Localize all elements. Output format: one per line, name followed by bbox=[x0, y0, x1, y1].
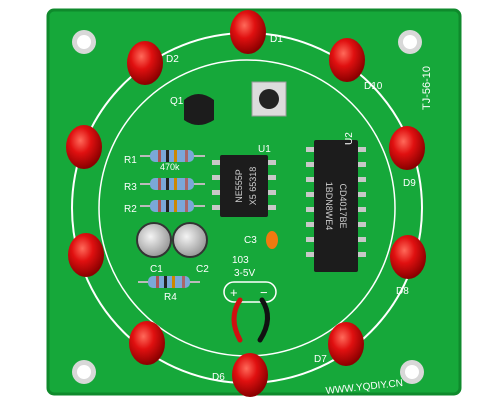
r1-label: R1 bbox=[124, 155, 137, 166]
mounting-hole bbox=[400, 360, 424, 384]
led-d2: D2 bbox=[127, 41, 179, 85]
power-wire-black bbox=[257, 297, 270, 343]
mounting-hole bbox=[72, 30, 96, 54]
mounting-hole bbox=[72, 360, 96, 384]
r2-label: R2 bbox=[124, 204, 137, 215]
u1-part-number: NE555P bbox=[234, 169, 244, 203]
led-d4: D4 bbox=[68, 233, 104, 277]
resistor-r3: R3 bbox=[124, 178, 205, 193]
transistor-q1: Q1 bbox=[170, 94, 214, 125]
mounting-hole bbox=[398, 30, 422, 54]
u2-part-number: CD4017BE bbox=[338, 183, 348, 228]
r3-label: R3 bbox=[124, 182, 137, 193]
board-model-label: TJ-56-10 bbox=[421, 66, 433, 110]
capacitor-c3: C3 103 bbox=[232, 231, 278, 266]
c3-code: 103 bbox=[232, 255, 249, 266]
led-d9: D9 bbox=[389, 126, 425, 189]
led-label-d9: D9 bbox=[403, 178, 416, 189]
resistor-r2: R2 bbox=[124, 200, 205, 215]
led-d3: D3 bbox=[66, 125, 102, 169]
power-terminal: + − bbox=[223, 281, 277, 303]
led-d7: D7 bbox=[314, 322, 364, 366]
u2-label: U2 bbox=[344, 132, 355, 145]
led-d5: D5 bbox=[129, 321, 165, 365]
plus-symbol: + bbox=[230, 285, 238, 300]
power-wire-red bbox=[231, 297, 243, 343]
c2-label: C2 bbox=[196, 264, 209, 275]
led-d6: D6 bbox=[212, 353, 268, 397]
led-label-d1: D1 bbox=[270, 34, 283, 45]
c3-label: C3 bbox=[244, 235, 257, 246]
chip-u1: NE555P X5 65318 U1 bbox=[212, 144, 276, 217]
u2-lot-code: 1BDN8WE4 bbox=[324, 182, 334, 231]
r4-label: R4 bbox=[164, 292, 177, 303]
led-label-d2: D2 bbox=[166, 54, 179, 65]
led-label-d7: D7 bbox=[314, 354, 327, 365]
led-d10: D10 bbox=[329, 38, 383, 92]
led-d8: D8 bbox=[390, 235, 426, 297]
led-d1: D1 bbox=[230, 10, 283, 54]
resistor-r1: R1 470k bbox=[124, 150, 205, 172]
led-label-d6: D6 bbox=[212, 372, 225, 383]
led-label-d10: D10 bbox=[364, 81, 383, 92]
voltage-label: 3-5V bbox=[234, 268, 255, 279]
chip-u2: 1BDN8WE4 CD4017BE U2 bbox=[306, 132, 366, 272]
capacitor-c1: C1 bbox=[136, 222, 172, 275]
led-label-d8: D8 bbox=[396, 286, 409, 297]
q1-label: Q1 bbox=[170, 96, 184, 107]
u1-lot-code: X5 65318 bbox=[248, 167, 258, 206]
resistor-r4: R4 bbox=[138, 276, 200, 303]
c1-label: C1 bbox=[150, 264, 163, 275]
minus-symbol: − bbox=[260, 285, 268, 300]
u1-label: U1 bbox=[258, 144, 271, 155]
push-button bbox=[251, 81, 287, 117]
r1-value: 470k bbox=[160, 162, 180, 172]
capacitor-c2: C2 bbox=[172, 222, 209, 275]
